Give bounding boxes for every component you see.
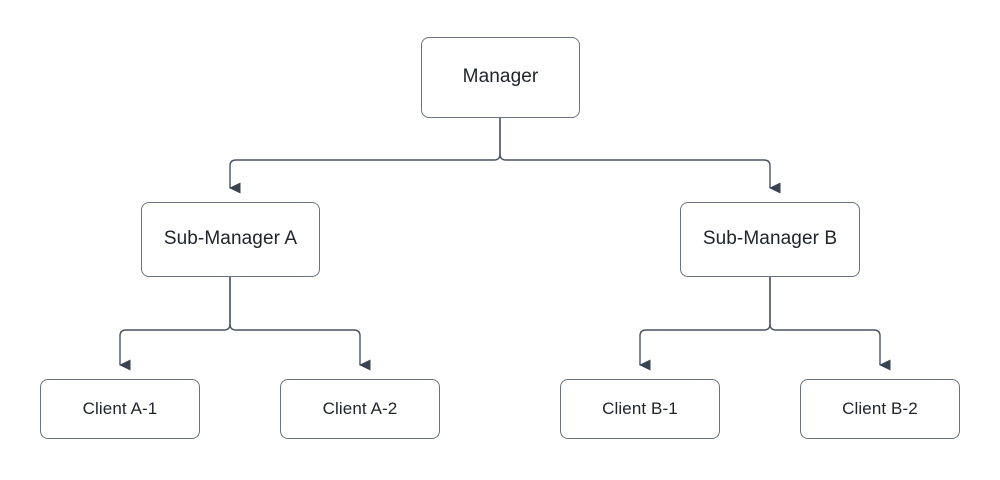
node-client-b1-label: Client B-1 bbox=[602, 398, 678, 418]
node-manager[interactable]: Manager bbox=[421, 37, 580, 118]
edge-sub-manager-a-to-client-a1 bbox=[119, 277, 231, 371]
node-client-a2[interactable]: Client A-2 bbox=[280, 379, 440, 439]
node-sub-manager-b-label: Sub-Manager B bbox=[702, 228, 838, 250]
edge-manager-to-sub-manager-b bbox=[499, 118, 781, 194]
node-sub-manager-b[interactable]: Sub-Manager B bbox=[680, 202, 860, 277]
node-client-a1-label: Client A-1 bbox=[82, 398, 158, 418]
edge-sub-manager-b-to-client-b1 bbox=[639, 277, 771, 371]
edge-manager-to-sub-manager-a bbox=[229, 118, 501, 194]
node-sub-manager-a[interactable]: Sub-Manager A bbox=[141, 202, 320, 277]
node-client-b2[interactable]: Client B-2 bbox=[800, 379, 960, 439]
node-manager-label: Manager bbox=[462, 66, 539, 88]
node-client-a2-label: Client A-2 bbox=[322, 398, 398, 418]
node-client-b1[interactable]: Client B-1 bbox=[560, 379, 720, 439]
edge-sub-manager-a-to-client-a2 bbox=[229, 277, 371, 371]
edge-sub-manager-b-to-client-b2 bbox=[769, 277, 891, 371]
node-client-a1[interactable]: Client A-1 bbox=[40, 379, 200, 439]
node-client-b2-label: Client B-2 bbox=[842, 398, 918, 418]
node-sub-manager-a-label: Sub-Manager A bbox=[163, 228, 298, 250]
